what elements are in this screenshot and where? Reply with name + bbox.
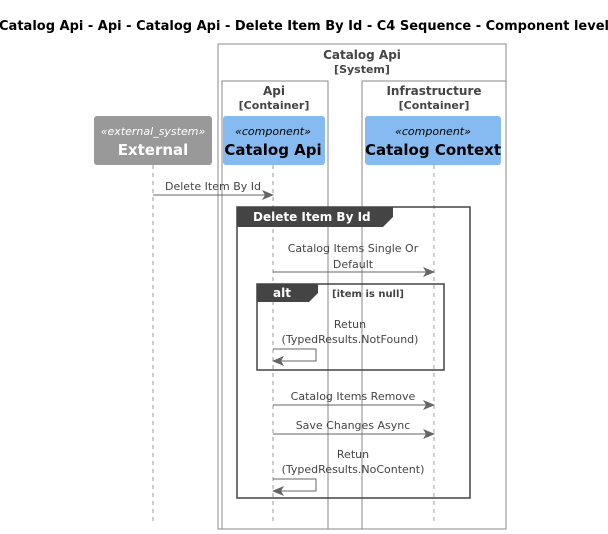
participant-external[interactable]: «external_system» External <box>94 116 212 165</box>
message-label-catalog-items-remove: Catalog Items Remove <box>291 390 416 403</box>
group-frame-label: Delete Item By Id <box>253 210 371 224</box>
message-label-not-found-line2: (TypedResults.NotFound) <box>282 333 419 346</box>
system-name: Catalog Api <box>323 48 401 62</box>
system-type: [System] <box>334 63 390 76</box>
container-infrastructure-name: Infrastructure <box>386 84 481 98</box>
participant-catalog-api[interactable]: «component» Catalog Api <box>223 116 325 165</box>
alt-frame <box>256 283 445 371</box>
participant-catalog-context[interactable]: «component» Catalog Context <box>365 116 501 165</box>
container-infrastructure-boundary <box>361 80 507 530</box>
message-label-delete-item-by-id: Delete Item By Id <box>165 180 261 193</box>
container-api-type: [Container] <box>239 99 310 112</box>
participant-catalog-api-stereotype: «component» <box>235 125 311 138</box>
participant-catalog-context-name: Catalog Context <box>365 141 501 159</box>
message-label-not-found-line1: Retun <box>334 318 366 331</box>
participant-external-stereotype: «external_system» <box>101 125 206 138</box>
message-label-no-content-line1: Retun <box>337 448 369 461</box>
container-api-boundary <box>221 80 329 530</box>
message-arrow-no-content <box>272 478 317 496</box>
message-label-save-changes-async: Save Changes Async <box>296 419 411 432</box>
group-frame-tab <box>237 207 393 227</box>
alt-condition: [item is null] <box>332 289 404 300</box>
container-api-name: Api <box>263 84 285 98</box>
alt-keyword: alt <box>273 286 291 300</box>
message-label-single-or-default-line2: Default <box>333 258 374 271</box>
alt-frame-tab <box>257 284 318 302</box>
participant-catalog-api-name: Catalog Api <box>224 141 321 159</box>
container-infrastructure-type: [Container] <box>399 99 470 112</box>
message-arrow-not-found <box>272 348 317 366</box>
message-label-single-or-default-line1: Catalog Items Single Or <box>288 242 419 255</box>
diagram-title: Catalog Api - Api - Catalog Api - Delete… <box>0 19 608 34</box>
participant-catalog-context-stereotype: «component» <box>395 125 471 138</box>
participant-external-name: External <box>118 141 189 159</box>
message-label-no-content-line2: (TypedResults.NoContent) <box>282 463 425 476</box>
